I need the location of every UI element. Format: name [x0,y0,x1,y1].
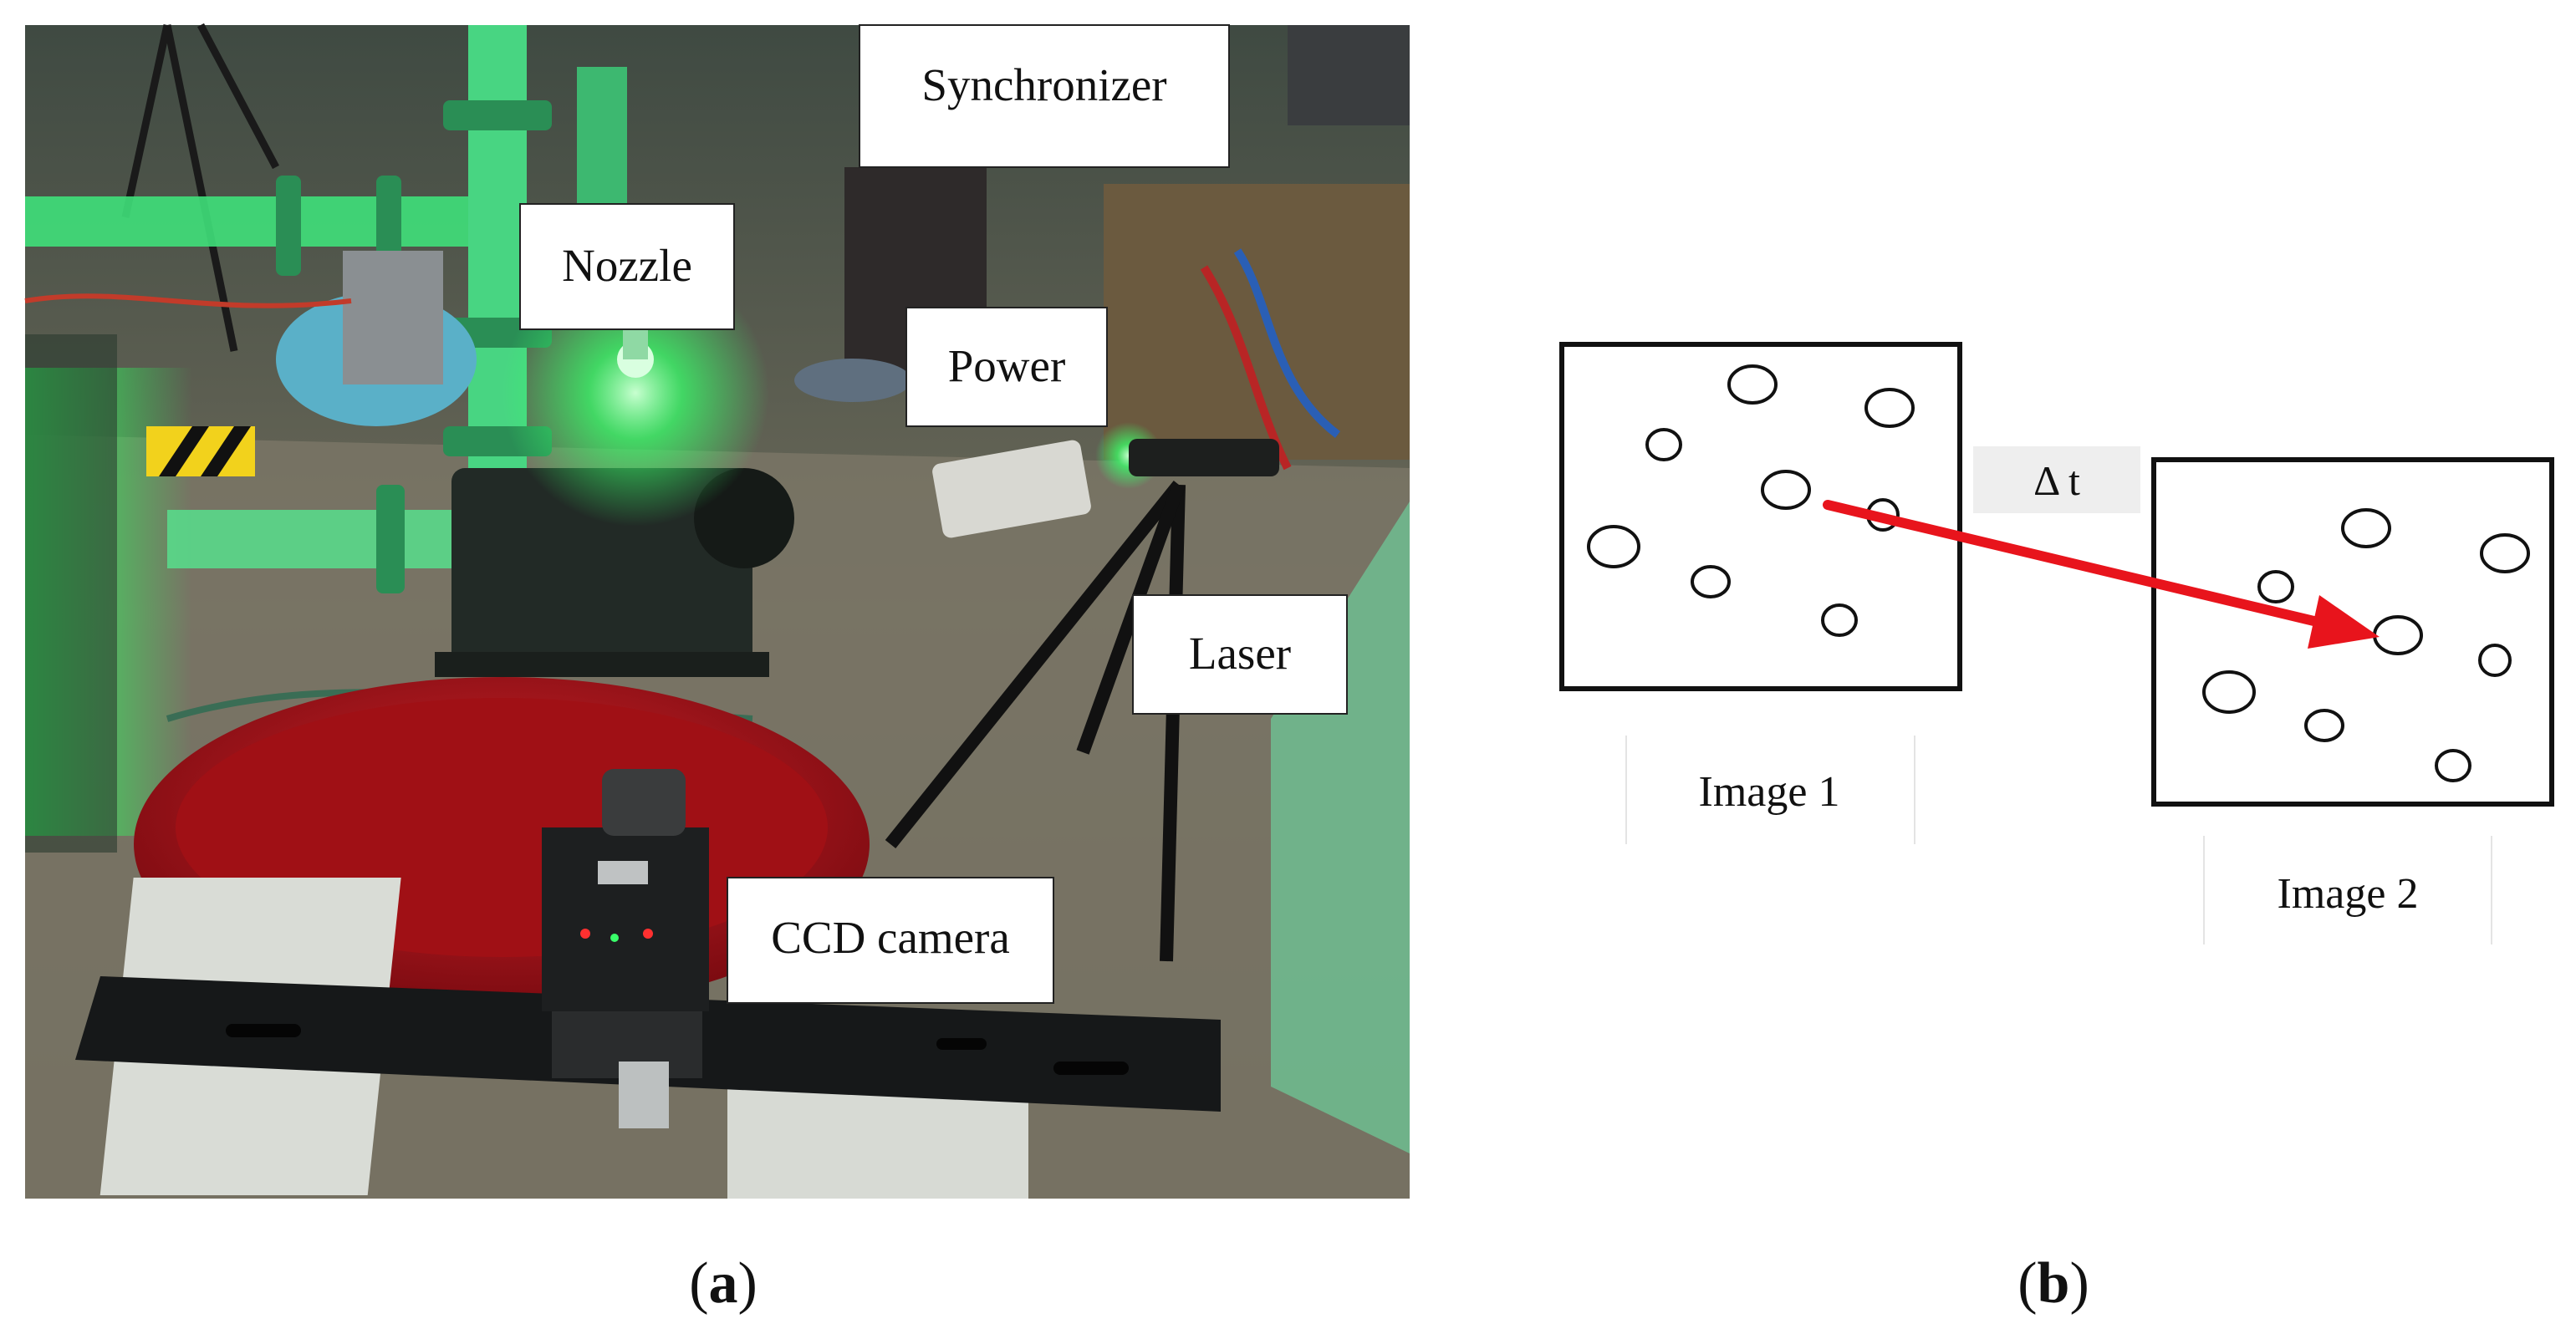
label-nozzle: Nozzle [519,203,735,330]
particle [1587,525,1640,568]
image2-label-box: Image 2 [2203,836,2492,944]
image2-label: Image 2 [2278,870,2419,918]
laser-tripod [885,480,1186,962]
particle [2478,644,2512,677]
displacement-arrow [1823,500,2380,649]
arrow-head [2308,595,2380,649]
label-power: Power [905,307,1108,427]
particle [1691,565,1731,598]
metal-can [343,251,443,384]
image1-label: Image 1 [1699,768,1840,816]
caption-b: (b) [2017,1251,2089,1316]
right-device [1288,25,1410,125]
particle [2304,709,2344,742]
particle [2435,749,2471,782]
power-strip [932,440,1091,538]
image1-particles [1587,364,1915,637]
particle [2480,533,2530,573]
particle [2257,570,2294,603]
particle [1864,388,1915,428]
delta-t-label: Δ t [2033,457,2080,504]
label-laser-text: Laser [1189,628,1291,679]
particle [1761,470,1811,510]
label-nozzle-text: Nozzle [562,240,692,291]
particle [2202,670,2256,714]
wooden-crate [1104,184,1410,460]
label-synchronizer-text: Synchronizer [921,59,1166,110]
label-ccd-camera: CCD camera [727,877,1054,1004]
label-laser: Laser [1132,594,1348,715]
label-ccd-camera-text: CCD camera [771,912,1010,963]
left-panel [25,334,117,853]
label-power-text: Power [948,340,1066,391]
label-synchronizer: Synchronizer [859,24,1230,168]
ccd-camera-body [542,769,709,1128]
particle [1727,364,1778,405]
image1-label-box: Image 1 [1625,736,1915,844]
background-tripod [121,23,279,352]
image1-frame [1559,342,1962,691]
photo-panel: Synchronizer Nozzle Power Laser CCD came… [24,23,1410,1199]
particle [1821,603,1858,637]
particle [1645,428,1682,461]
particle [2341,508,2391,548]
piv-panel: Δ t Image 1 Image 2 [1559,342,2554,944]
delta-t-box: Δ t [1973,446,2140,513]
caption-a: (a) [689,1251,757,1316]
